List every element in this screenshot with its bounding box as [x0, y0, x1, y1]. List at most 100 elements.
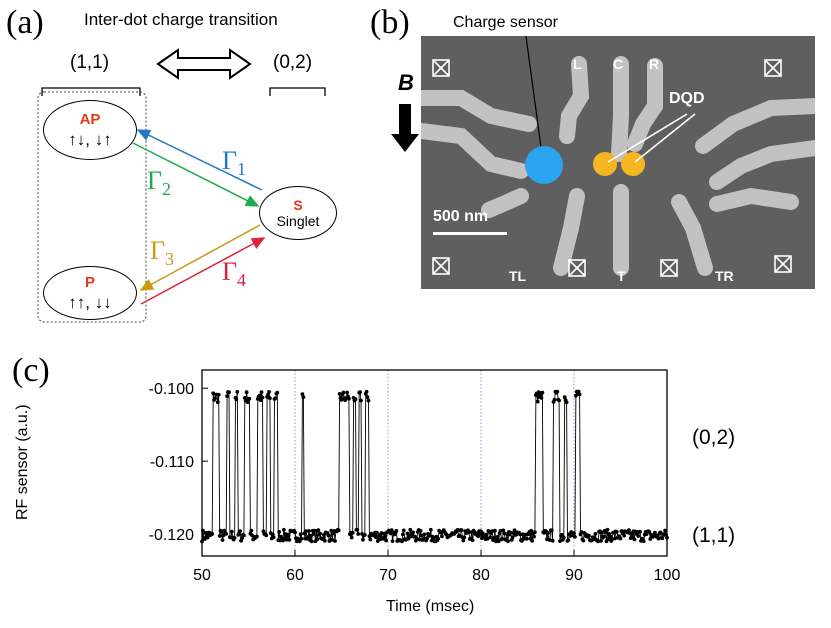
rf-trace-point — [298, 532, 303, 537]
ap-state: AP ↑↓, ↓↑ — [43, 100, 137, 160]
rf-trace-point — [470, 538, 475, 543]
rf-trace-point — [267, 390, 271, 394]
rf-trace-point — [627, 528, 631, 532]
rf-trace-point — [215, 400, 220, 405]
rf-trace-point — [560, 533, 564, 537]
panel-a-graphics — [37, 48, 326, 323]
panel-a-label: (a) — [6, 4, 44, 41]
p-spins: ↑↑, ↓↓ — [68, 292, 112, 312]
rf-trace-point — [512, 528, 517, 533]
field-arrow-icon — [391, 104, 419, 152]
y-tick-label: -0.120 — [149, 527, 194, 544]
rate-4-arrow — [140, 237, 266, 305]
rf-trace-point — [535, 399, 540, 404]
rf-trace-point — [315, 537, 320, 542]
rf-trace-point — [287, 537, 292, 542]
rf-trace-point — [356, 532, 361, 536]
rf-trace-point — [401, 528, 406, 533]
rf-trace-point — [557, 398, 561, 403]
rf-trace-point — [593, 532, 598, 536]
ap-spins: ↑↓, ↓↑ — [68, 129, 112, 149]
rf-trace-point — [461, 538, 466, 543]
rf-trace-point — [641, 539, 646, 543]
rf-trace-point — [308, 533, 313, 538]
rf-trace-point — [309, 539, 314, 544]
rate-1-label: Γ1 — [222, 146, 247, 180]
charge-sensor-label: Charge sensor — [453, 14, 558, 31]
rf-trace-point — [202, 537, 207, 541]
charge-sensor-dot — [525, 146, 563, 184]
rf-trace-point — [349, 535, 354, 540]
rf-trace-point — [573, 535, 577, 539]
rf-trace-point — [636, 534, 641, 538]
double-arrow-icon — [156, 48, 252, 80]
panel-c-label: (c) — [12, 352, 50, 389]
rf-trace-point — [411, 530, 415, 535]
rf-trace-point — [326, 533, 331, 538]
x-tick-label: 50 — [193, 567, 211, 584]
gate-c-label: C — [613, 56, 624, 72]
rf-trace-point — [255, 534, 259, 539]
rf-trace-point — [364, 389, 369, 394]
rf-trace-point — [552, 397, 557, 402]
rf-trace-point — [375, 539, 380, 543]
rf-trace-point — [339, 398, 344, 402]
rf-trace-point — [596, 539, 601, 544]
rf-trace-point — [268, 396, 272, 401]
gate-t-label: T — [617, 268, 626, 284]
rf-trace-point — [337, 392, 342, 396]
rf-trace-point — [467, 530, 471, 535]
rf-trace-point — [365, 395, 370, 400]
rf-trace-point — [436, 536, 441, 541]
rf-trace-point — [258, 398, 263, 402]
rf-trace-line — [201, 390, 668, 543]
panel-b-label: (b) — [370, 4, 410, 41]
rf-trace-point — [484, 532, 489, 537]
rf-trace-point — [478, 532, 482, 537]
rf-trace-point — [577, 392, 582, 397]
rf-trace-point — [665, 535, 669, 540]
rf-trace-point — [271, 535, 276, 540]
rf-trace-point — [383, 534, 388, 539]
x-tick-label: 70 — [379, 567, 397, 584]
rf-trace-point — [493, 528, 497, 533]
x-tick-label: 80 — [472, 567, 490, 584]
rf-trace-point — [418, 528, 423, 533]
rate-4-label: Γ4 — [222, 257, 247, 291]
right-bracket — [269, 87, 326, 96]
rf-trace-point — [311, 532, 316, 536]
rf-trace-point — [220, 538, 225, 542]
rf-trace-point — [336, 528, 341, 533]
rf-trace-point — [492, 535, 496, 540]
rf-trace-point — [522, 532, 527, 537]
rf-trace-point — [361, 537, 365, 542]
rf-trace-point — [227, 390, 231, 395]
rf-trace-point — [564, 400, 569, 405]
rf-trace-point — [374, 530, 379, 535]
rf-trace-point — [238, 529, 243, 534]
rf-trace-point — [658, 530, 663, 535]
p-label: P — [84, 273, 95, 291]
rf-trace-point — [606, 537, 611, 541]
gate-r-label: R — [649, 56, 660, 72]
rf-trace-point — [599, 539, 603, 543]
rf-trace-point — [498, 529, 503, 533]
rf-trace-point — [264, 533, 269, 538]
rf-trace-point — [249, 528, 254, 533]
rf-trace-point — [601, 534, 606, 539]
rf-trace-point — [462, 535, 467, 540]
transition-title: Inter-dot charge transition — [84, 10, 278, 29]
rf-trace-point — [235, 390, 240, 394]
triplet-dotted-box — [37, 91, 147, 323]
sem-image: L C R DQD 500 nm TL T TR — [421, 36, 815, 289]
rf-trace-point — [329, 528, 334, 533]
rf-trace-point — [359, 398, 363, 403]
rf-trace-point — [224, 532, 229, 536]
rf-trace-point — [605, 527, 610, 532]
xlabel: Time (msec) — [386, 598, 475, 615]
rate-1-arrow — [136, 129, 263, 191]
scalebar-line — [433, 232, 507, 235]
rf-trace-point — [281, 527, 286, 532]
rf-trace-point — [384, 538, 388, 543]
y-tick-label: -0.110 — [150, 454, 194, 471]
